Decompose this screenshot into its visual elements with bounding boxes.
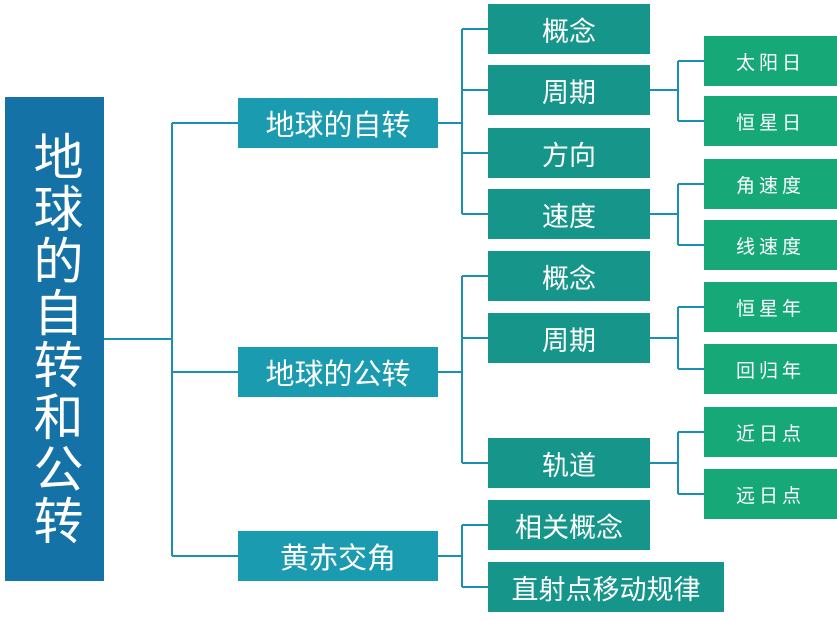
node-rotation-period: 周期 [488,65,650,115]
node-rotation-direction: 方向 [488,128,650,178]
root-label: 地球的自转和公转 [25,131,84,547]
node-sidereal-day: 恒星日 [704,96,837,146]
node-sidereal-year: 恒星年 [704,282,837,332]
root-node: 地球的自转和公转 [5,97,104,581]
node-obliquity: 黄赤交角 [238,531,438,581]
node-revolution-orbit: 轨道 [488,438,650,488]
node-rotation-speed: 速度 [488,189,650,239]
node-earth-revolution: 地球的公转 [238,347,438,397]
node-subsolar-migration: 直射点移动规律 [488,562,724,612]
node-rotation-concept: 概念 [488,4,650,54]
node-revolution-concept: 概念 [488,251,650,301]
node-tropical-year: 回归年 [704,344,837,394]
node-aphelion: 远日点 [704,469,837,519]
node-linear-velocity: 线速度 [704,220,837,270]
node-revolution-period: 周期 [488,313,650,363]
node-solar-day: 太阳日 [704,36,837,86]
node-perihelion: 近日点 [704,407,837,457]
node-angular-velocity: 角速度 [704,159,837,209]
node-obliquity-concept: 相关概念 [488,500,650,550]
node-earth-rotation: 地球的自转 [238,98,438,148]
